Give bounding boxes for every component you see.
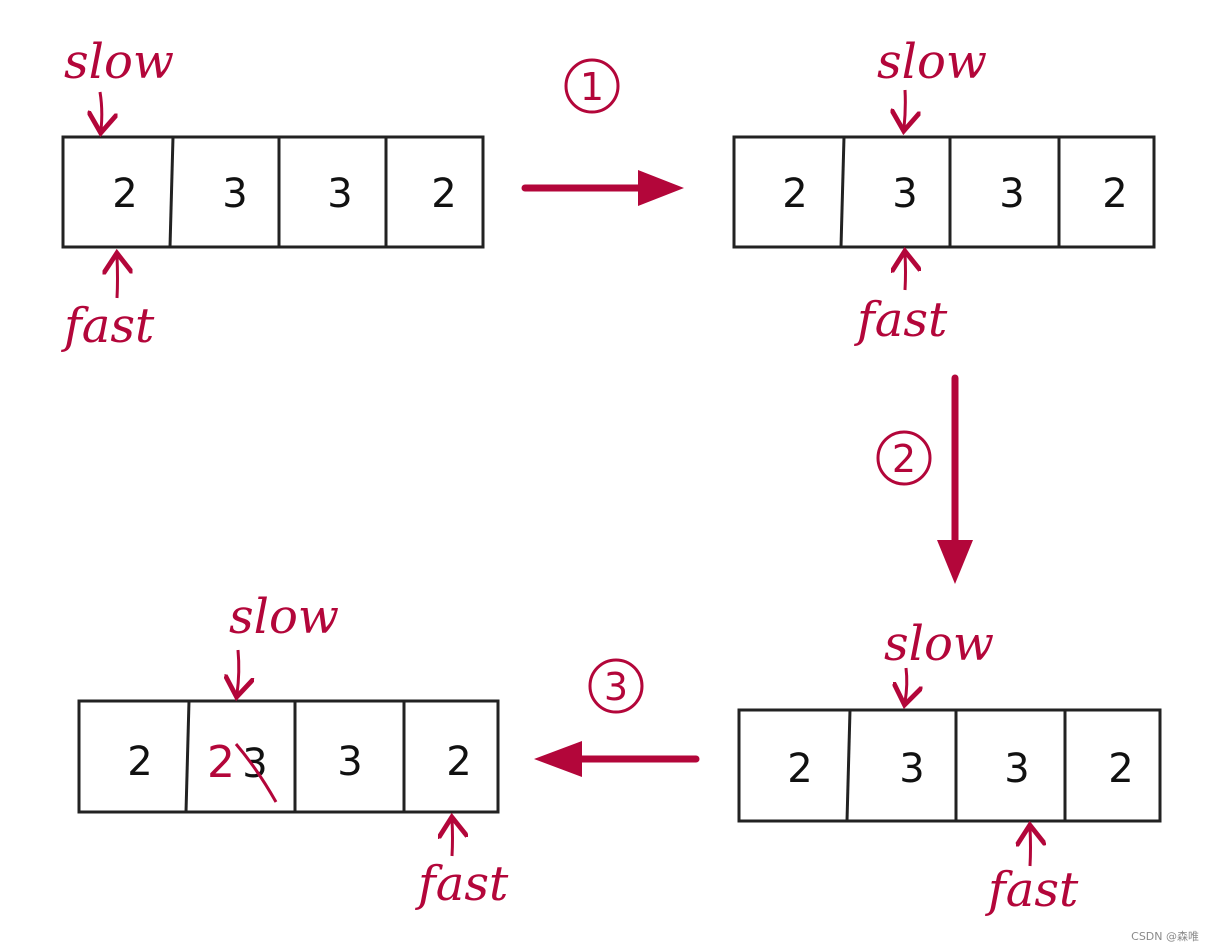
fast-pointer-label: fast <box>985 862 1079 918</box>
fast-pointer-label: fast <box>415 856 509 912</box>
step-2-number: 2 <box>892 437 916 481</box>
cell-value: 2 <box>112 171 137 217</box>
array-box <box>61 135 485 249</box>
step-2-circle <box>876 430 932 486</box>
slow-pointer-arrow <box>100 91 102 130</box>
watermark: CSDN @森唯 <box>1131 930 1199 943</box>
cell-divider <box>839 136 846 248</box>
slow-pointer-label: slow <box>64 34 174 90</box>
slow-pointer-label: slow <box>229 589 339 645</box>
fast-pointer-label: fast <box>61 298 155 354</box>
overwritten-new-value: 2 <box>207 737 235 788</box>
fast-pointer-arrow <box>905 254 906 291</box>
step-1: 1 <box>521 58 684 206</box>
strike-out-mark <box>234 743 278 803</box>
slow-pointer-arrow <box>904 89 905 128</box>
cell-divider <box>168 136 175 248</box>
cell-value: 2 <box>127 739 152 785</box>
array-state-a: 2 3 3 2 slow fast <box>61 34 485 354</box>
cell-value: 3 <box>222 171 247 217</box>
step-3-arrow-head <box>534 741 582 777</box>
cell-divider <box>845 709 852 822</box>
fast-pointer-arrow <box>117 256 118 299</box>
fast-pointer-arrow <box>452 820 453 857</box>
cell-value: 2 <box>431 171 456 217</box>
cell-value: 2 <box>782 171 807 217</box>
step-1-arrow-head <box>638 170 684 206</box>
fast-pointer-arrow <box>1030 828 1031 867</box>
step-3: 3 <box>534 658 700 777</box>
slow-pointer-arrow <box>237 649 239 694</box>
array-state-c: 2 3 3 2 slow fast <box>737 616 1162 918</box>
step-2-arrow-head <box>937 540 973 584</box>
cell-value: 2 <box>787 746 812 792</box>
cell-value: 3 <box>892 171 917 217</box>
slow-pointer-arrow <box>905 667 907 702</box>
step-2: 2 <box>876 374 973 584</box>
slow-pointer-label: slow <box>877 34 987 90</box>
step-1-circle <box>564 58 620 114</box>
step-3-number: 3 <box>604 665 628 709</box>
slow-pointer-label: slow <box>884 616 994 672</box>
step-1-number: 1 <box>580 65 604 109</box>
cell-divider <box>184 700 191 813</box>
array-box <box>77 699 500 814</box>
cell-value: 3 <box>1004 746 1029 792</box>
step-3-circle <box>588 658 644 714</box>
cell-value: 2 <box>1108 746 1133 792</box>
cell-value: 3 <box>999 171 1024 217</box>
array-box <box>732 135 1156 249</box>
fast-pointer-label: fast <box>854 292 948 348</box>
cell-value: 2 <box>1102 171 1127 217</box>
cell-value: 3 <box>337 739 362 785</box>
array-state-d: 2 2 3 3 2 slow fast <box>77 589 509 912</box>
cell-value: 3 <box>327 171 352 217</box>
array-state-b: 2 3 3 2 slow fast <box>732 34 1156 348</box>
cell-value: 3 <box>899 746 924 792</box>
cell-value: 2 <box>446 739 471 785</box>
array-box <box>737 708 1162 823</box>
